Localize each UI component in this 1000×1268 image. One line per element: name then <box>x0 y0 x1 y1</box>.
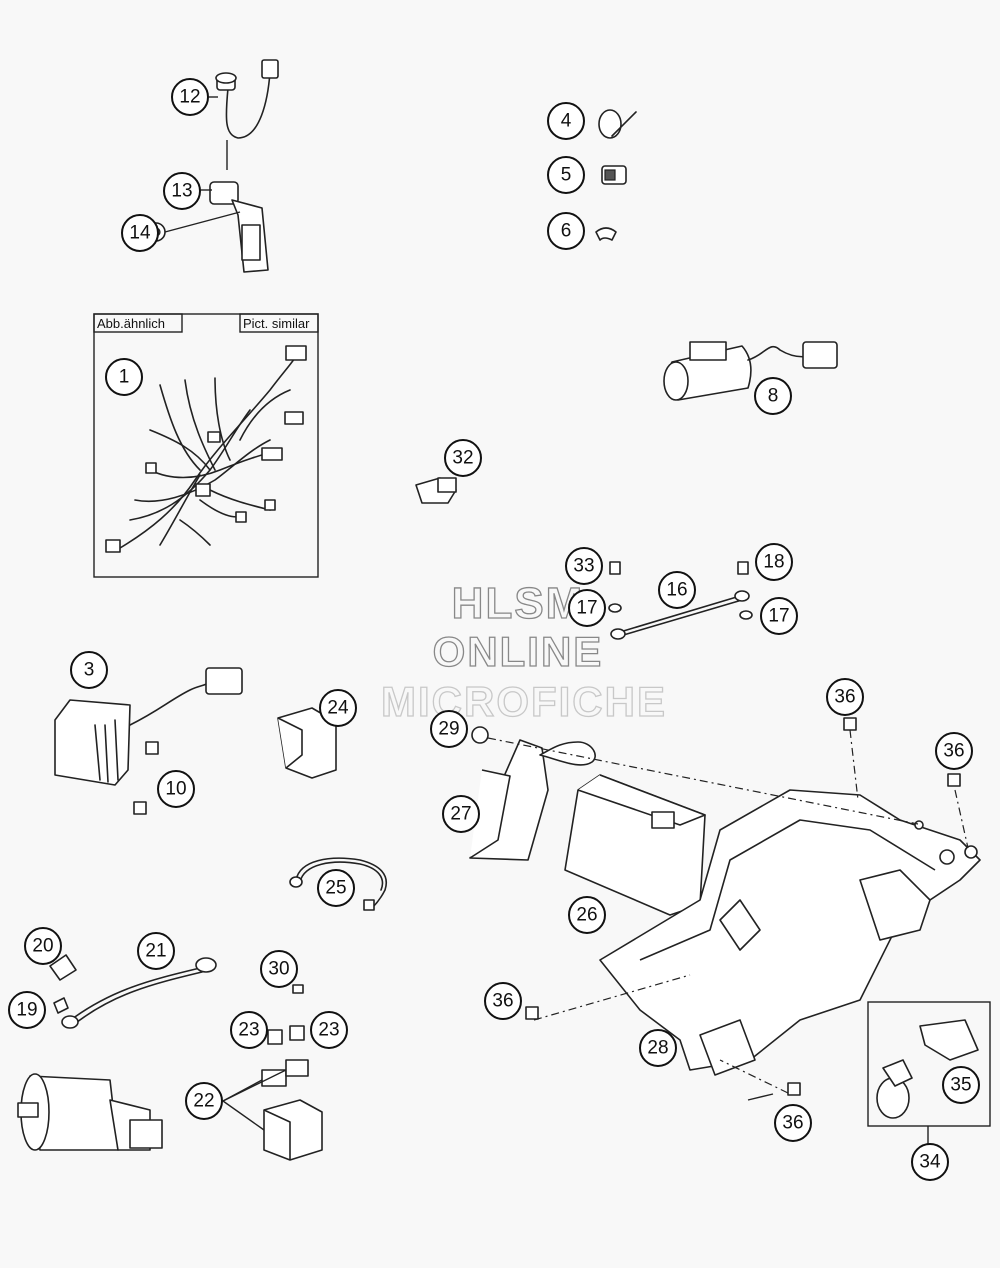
part-starter-cable <box>49 954 217 1029</box>
callout-label: 22 <box>193 1091 214 1112</box>
callout-label: 12 <box>179 87 200 108</box>
callout-4: 4 <box>547 102 585 140</box>
callout-17a: 17 <box>568 589 606 627</box>
callout-label: 3 <box>84 660 95 681</box>
callout-label: 35 <box>950 1075 971 1096</box>
callout-label: 33 <box>573 556 594 577</box>
callout-label: 17 <box>768 606 789 627</box>
callout-label: 1 <box>119 367 130 388</box>
callout-33: 33 <box>565 547 603 585</box>
callout-36b: 36 <box>935 732 973 770</box>
callout-23a: 23 <box>230 1011 268 1049</box>
callout-34: 34 <box>911 1143 949 1181</box>
callout-25: 25 <box>317 869 355 907</box>
watermark-line2: ONLINE <box>433 628 604 675</box>
callout-12: 12 <box>171 78 209 116</box>
watermark: HLSM ONLINE MICROFICHE <box>380 578 667 725</box>
callout-30: 30 <box>260 950 298 988</box>
part-24-relay <box>277 707 337 779</box>
callout-label: 24 <box>327 698 349 719</box>
callout-17b: 17 <box>760 597 798 635</box>
callout-10: 10 <box>157 770 195 808</box>
callout-8: 8 <box>754 377 792 415</box>
callout-label: 23 <box>238 1020 259 1041</box>
watermark-line1: HLSM <box>452 579 585 628</box>
callout-label: 16 <box>666 580 687 601</box>
callout-19: 19 <box>8 991 46 1029</box>
part-regulator <box>54 667 243 815</box>
callout-label: 5 <box>561 165 572 186</box>
callout-label: 14 <box>129 223 151 244</box>
callout-29: 29 <box>430 710 468 748</box>
callout-label: 13 <box>171 181 192 202</box>
callout-24: 24 <box>319 689 357 727</box>
callout-26: 26 <box>568 896 606 934</box>
callout-16: 16 <box>658 571 696 609</box>
tag-german: Abb.ähnlich <box>97 316 165 331</box>
callout-13: 13 <box>163 172 201 210</box>
part-battery-box <box>469 717 981 1096</box>
callout-label: 28 <box>647 1038 668 1059</box>
callout-21: 21 <box>137 932 175 970</box>
callout-label: 17 <box>576 598 597 619</box>
callout-36c: 36 <box>484 982 522 1020</box>
callout-label: 36 <box>492 991 513 1012</box>
callout-label: 30 <box>268 959 289 980</box>
callout-label: 34 <box>919 1152 941 1173</box>
part-ground-cable <box>608 561 753 640</box>
part-starter-motor <box>17 1073 163 1151</box>
callout-label: 8 <box>768 386 779 407</box>
callout-label: 6 <box>561 221 572 242</box>
part-switch-assembly <box>146 59 279 273</box>
callout-5: 5 <box>547 156 585 194</box>
callout-27: 27 <box>442 795 480 833</box>
callout-label: 10 <box>165 779 186 800</box>
callout-label: 36 <box>834 687 855 708</box>
part-25-cable <box>289 857 387 911</box>
part-relay-fuses <box>261 984 323 1161</box>
callout-18: 18 <box>755 543 793 581</box>
callout-3: 3 <box>70 651 108 689</box>
callout-20: 20 <box>24 927 62 965</box>
callout-label: 27 <box>450 804 471 825</box>
callout-14: 14 <box>121 214 159 252</box>
callout-23b: 23 <box>310 1011 348 1049</box>
wiring-harness-panel: Abb.ähnlich Pict. similar <box>93 313 319 578</box>
watermark-line3: MICROFICHE <box>381 678 667 725</box>
part-capacitor <box>663 341 838 401</box>
callout-label: 18 <box>763 552 784 573</box>
callout-36a: 36 <box>826 678 864 716</box>
tag-english: Pict. similar <box>243 316 310 331</box>
callout-label: 36 <box>943 741 964 762</box>
callout-28: 28 <box>639 1029 677 1067</box>
callout-label: 29 <box>438 719 459 740</box>
callout-label: 19 <box>16 1000 37 1021</box>
callout-6: 6 <box>547 212 585 250</box>
callout-35: 35 <box>942 1066 980 1104</box>
callout-1: 1 <box>105 358 143 396</box>
callouts: 1 3 4 5 6 8 10 12 13 14 16 17 17 18 19 2… <box>8 78 980 1181</box>
callout-22: 22 <box>185 1082 223 1120</box>
callout-label: 25 <box>325 878 346 899</box>
part-cable-ties <box>595 109 637 241</box>
callout-label: 21 <box>145 941 166 962</box>
callout-label: 4 <box>561 111 572 132</box>
callout-32: 32 <box>444 439 482 477</box>
callout-label: 36 <box>782 1113 803 1134</box>
callout-label: 20 <box>32 936 53 957</box>
callout-label: 32 <box>452 448 473 469</box>
callout-36d: 36 <box>774 1104 812 1142</box>
part-34-box <box>867 1001 991 1146</box>
part-32-connector <box>415 477 457 504</box>
leader-lines <box>200 96 774 1131</box>
callout-label: 23 <box>318 1020 339 1041</box>
callout-label: 26 <box>576 905 597 926</box>
